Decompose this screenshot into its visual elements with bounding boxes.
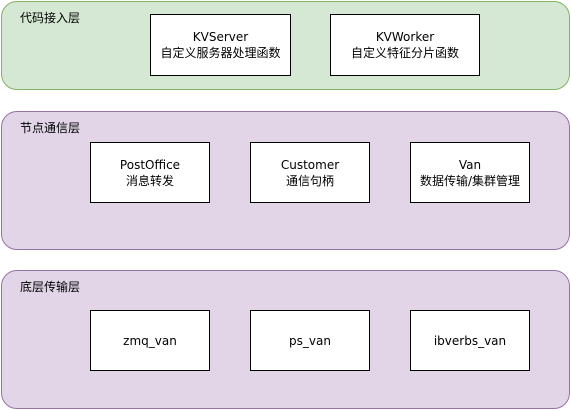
kvworker-box: KVWorker 自定义特征分片函数 <box>330 14 480 76</box>
box-name: zmq_van <box>123 333 177 348</box>
van-box: Van 数据传输/集群管理 <box>410 142 530 203</box>
kvserver-box: KVServer 自定义服务器处理函数 <box>150 14 291 76</box>
box-name: KVWorker <box>375 30 435 44</box>
layer-title: 代码接入层 <box>20 11 81 25</box>
postoffice-box: PostOffice 消息转发 <box>90 142 210 203</box>
box-name: ps_van <box>289 333 331 348</box>
box-name: ibverbs_van <box>433 333 507 348</box>
box-description: 消息转发 <box>125 173 174 188</box>
box-name: PostOffice <box>119 157 181 172</box>
box-name: Customer <box>280 157 340 172</box>
ibverbs-van-box: ibverbs_van <box>410 310 530 371</box>
zmq-van-box: zmq_van <box>90 310 210 371</box>
box-name: KVServer <box>192 30 249 44</box>
layer-title: 底层传输层 <box>20 280 81 294</box>
ps-van-box: ps_van <box>250 310 370 371</box>
box-description: 自定义服务器处理函数 <box>160 46 281 60</box>
customer-box: Customer 通信句柄 <box>250 142 370 203</box>
layer-title: 节点通信层 <box>20 121 81 135</box>
box-description: 自定义特征分片函数 <box>350 46 459 60</box>
box-description: 通信句柄 <box>285 173 334 188</box>
box-description: 数据传输/集群管理 <box>419 173 521 188</box>
box-name: Van <box>458 157 482 172</box>
